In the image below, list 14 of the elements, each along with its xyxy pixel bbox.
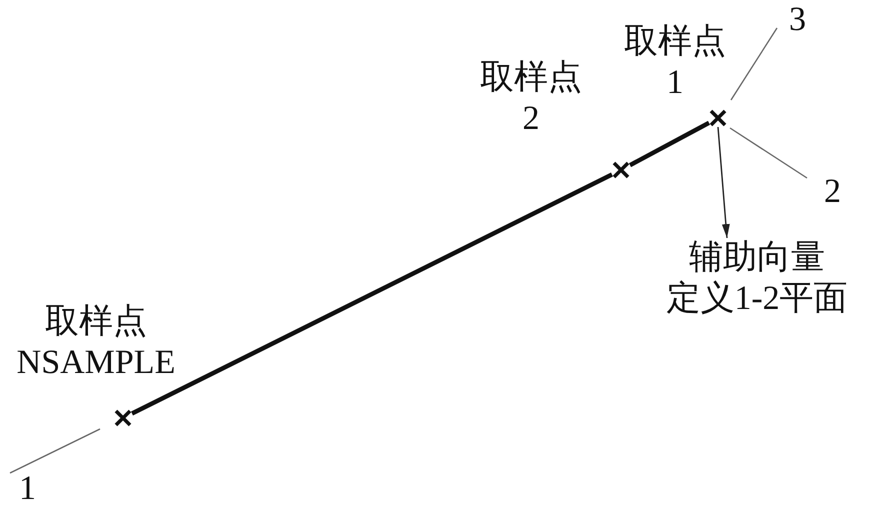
beam-line <box>628 120 710 168</box>
cross-mark-icon <box>114 409 132 427</box>
axis-label: 2 <box>824 175 841 209</box>
arrow <box>717 126 730 238</box>
cross-mark-icon <box>612 161 630 179</box>
axis-label: 3 <box>789 3 806 37</box>
annotation-text: 辅助向量 <box>689 238 825 278</box>
sample-point-label: 取样点 NSAMPLE <box>16 302 176 383</box>
beam-line <box>131 172 613 416</box>
sample-point-label: 取样点 1 <box>623 22 727 103</box>
annotation-text: 定义1-2平面 <box>666 278 848 319</box>
axis-label: 1 <box>19 472 36 506</box>
sample-point-label: 取样点 2 <box>479 58 583 139</box>
cross-mark-icon <box>709 109 727 127</box>
